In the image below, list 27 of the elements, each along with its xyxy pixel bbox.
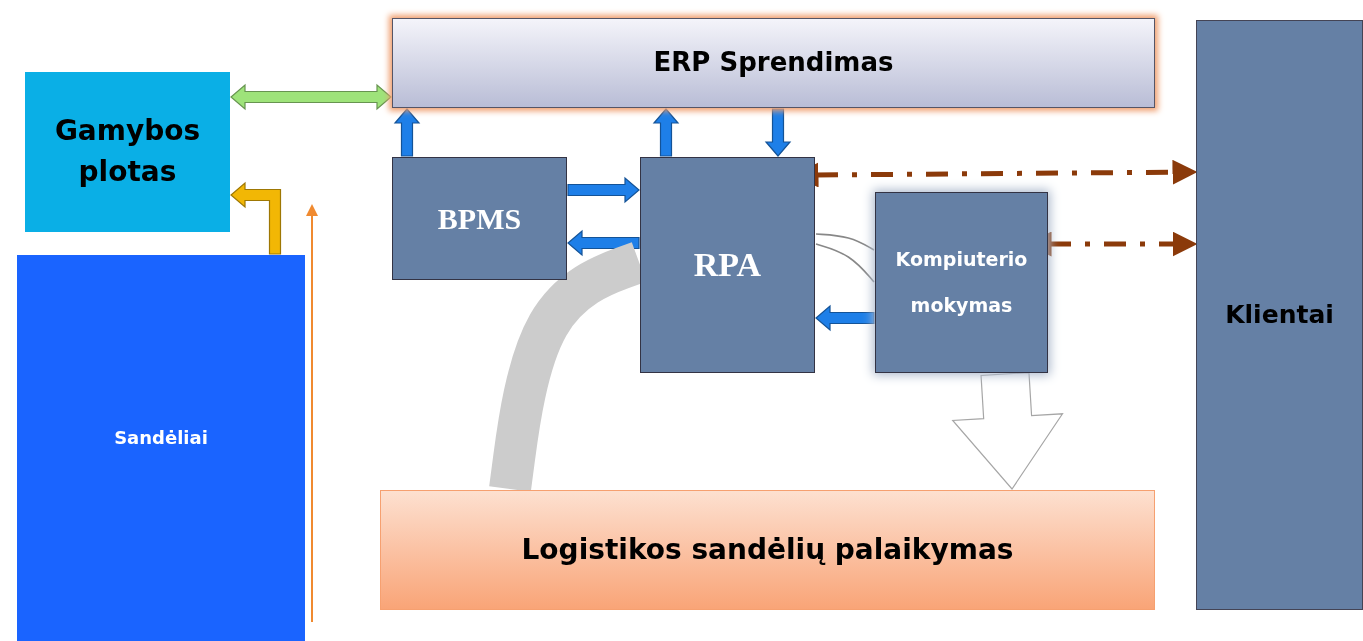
process-box (392, 157, 567, 280)
node-label: Kompiuterio mokymas (894, 246, 1029, 318)
process-box (25, 72, 230, 232)
process-box (875, 192, 1048, 373)
node-label: ERP Sprendimas (653, 47, 894, 79)
connector-line (815, 233, 875, 251)
block-arrow (652, 108, 680, 157)
connector-line (815, 243, 875, 283)
process-box (380, 490, 1155, 610)
node-label: BPMS (437, 200, 522, 237)
node-label: Sandėliai (114, 427, 208, 449)
node-label: RPA (693, 244, 762, 285)
block-arrow (230, 83, 392, 111)
process-box (1196, 20, 1363, 610)
block-arrow (230, 181, 282, 255)
block-arrow (951, 371, 1064, 490)
process-box (392, 18, 1155, 108)
node-label: Klientai (1225, 300, 1334, 330)
block-arrow (567, 229, 640, 257)
node-label: Gamybos plotas (53, 113, 202, 190)
block-arrow (393, 108, 421, 157)
process-box (17, 255, 305, 641)
process-box (640, 157, 815, 373)
node-label: Logistikos sandėlių palaikymas (521, 533, 1014, 567)
block-arrow (764, 108, 792, 157)
block-arrow (815, 304, 875, 332)
block-arrow (567, 176, 640, 204)
